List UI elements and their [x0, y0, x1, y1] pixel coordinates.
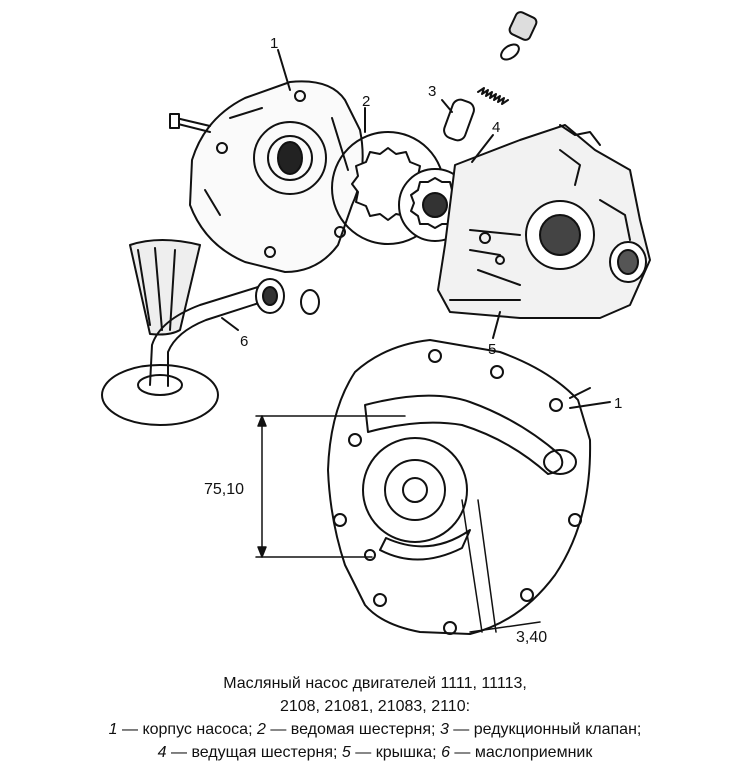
relief-valve-part [443, 11, 538, 142]
dimension-offset [461, 499, 541, 633]
callout-5-leader [492, 311, 501, 339]
pump-housing-part [169, 80, 364, 273]
callout-4-label: 4 [492, 119, 500, 136]
callout-1-label: 1 [270, 35, 278, 52]
legend-num: 2 [256, 721, 266, 738]
caption-legend-line-2: 4 — ведущая шестерня; 5 — крышка; 6 — ма… [0, 741, 750, 764]
caption-title-line-1: Масляный насос двигателей 1111, 11113, [223, 675, 527, 692]
caption-title-line-2: 2108, 21081, 21083, 2110: [279, 698, 471, 715]
callout-2-label: 2 [362, 93, 370, 110]
caption-legend-line-1: 1 — корпус насоса; 2 — ведомая шестерня;… [0, 718, 750, 741]
dimension-height [255, 415, 406, 558]
oil-intake-part [101, 239, 320, 426]
legend-text: — маслоприемник [449, 744, 593, 761]
figure-caption: Масляный насос двигателей 1111, 11113, 2… [0, 672, 750, 764]
callout-1-leader [277, 49, 291, 91]
legend-text: — крышка; [350, 744, 442, 761]
legend-text: — ведущая шестерня; [166, 744, 342, 761]
callout-3-leader [441, 99, 453, 113]
legend-text: — ведомая шестерня; [265, 721, 440, 738]
legend-num: 6 [441, 744, 450, 761]
callout-3-label: 3 [428, 83, 436, 100]
dimension-offset-value: 3,40 [516, 629, 547, 646]
legend-num: 5 [341, 744, 351, 761]
legend-text: — корпус насоса; [117, 721, 257, 738]
pump-cover-part [437, 124, 651, 319]
housing-detail-drawing [327, 339, 592, 635]
legend-num: 3 [439, 721, 449, 738]
dimension-height-value: 75,10 [204, 481, 244, 498]
callout-1-bottom-leader [569, 401, 611, 409]
legend-num: 1 [108, 721, 118, 738]
legend-num: 4 [157, 744, 167, 761]
callout-1-bottom-label: 1 [614, 395, 622, 412]
legend-text: — редукционный клапан; [448, 721, 642, 738]
callout-6-label: 6 [240, 333, 248, 350]
callout-6-leader [221, 317, 239, 331]
callout-4-leader [471, 134, 494, 163]
callout-5-label: 5 [488, 341, 496, 358]
